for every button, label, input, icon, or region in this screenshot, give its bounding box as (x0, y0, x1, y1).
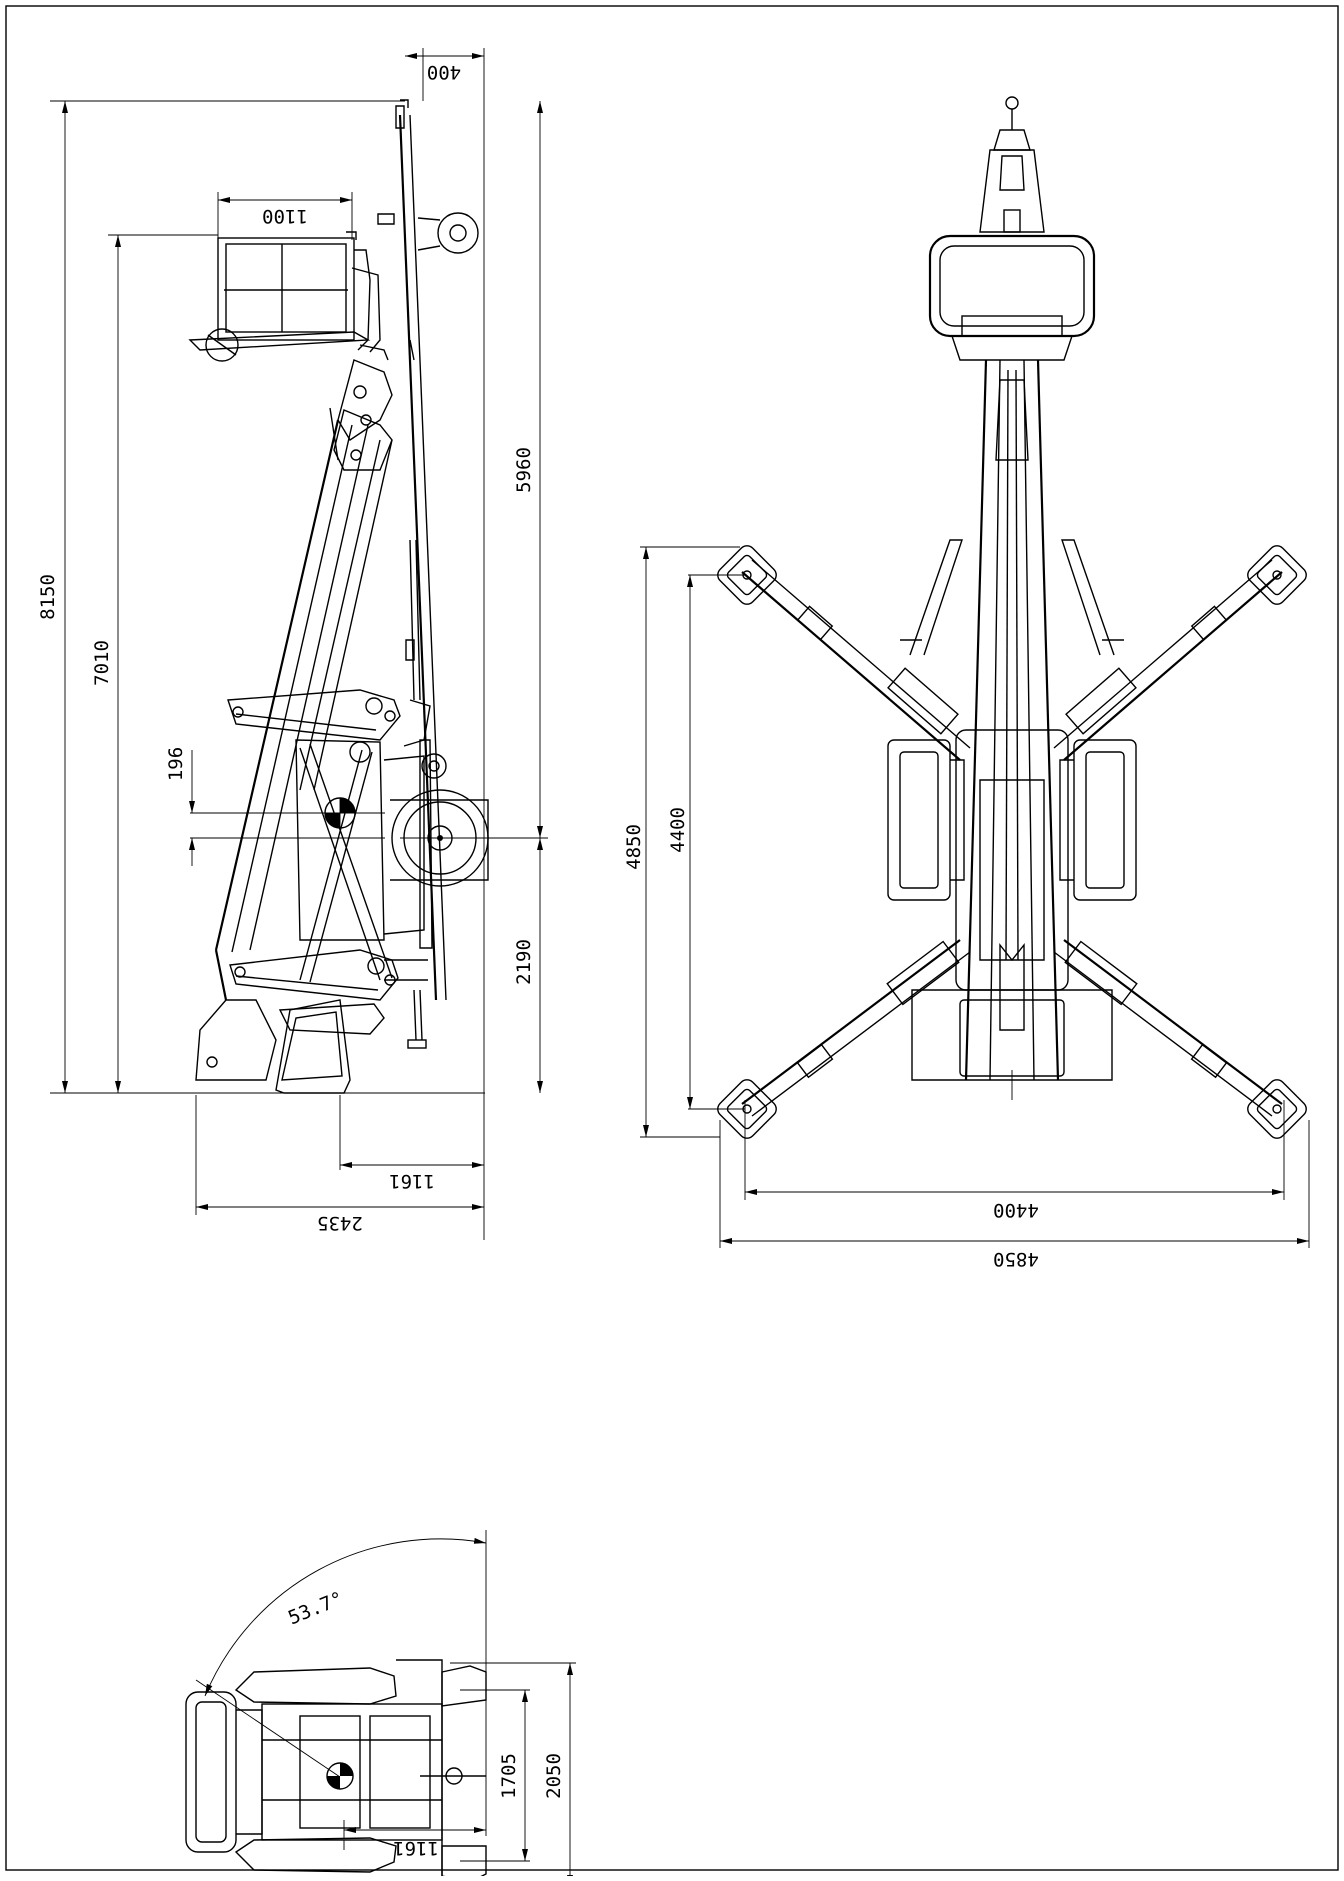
top-machine (717, 96, 1307, 1139)
dim-196: 196 (165, 747, 187, 781)
dim-2435: 2435 (317, 1212, 363, 1234)
dim-2050: 2050 (543, 1753, 565, 1799)
dim-1705: 1705 (498, 1753, 520, 1799)
dim-1161-transport: 1161 (393, 1837, 439, 1859)
transport-view: 53.7° 2050 1705 1161 (185, 1530, 576, 1881)
transport-machine (185, 1659, 487, 1881)
dim-1161-side: 1161 (389, 1170, 435, 1192)
dim-4400-horizontal: 4400 (993, 1199, 1039, 1221)
dim-400-top: 400 (427, 61, 461, 83)
dim-angle: 53.7° (285, 1588, 346, 1630)
top-view: 4850 4400 4400 4850 (623, 96, 1310, 1270)
side-machine (188, 99, 489, 1094)
dim-4850-vertical: 4850 (623, 824, 645, 870)
dim-7010: 7010 (91, 640, 113, 686)
dim-4400-vertical: 4400 (667, 807, 689, 853)
side-view: 8150 7010 5960 2190 196 400 1100 1161 24… (37, 48, 548, 1240)
dim-4850-horizontal: 4850 (993, 1248, 1039, 1270)
dim-2190: 2190 (513, 939, 535, 985)
dim-8150: 8150 (37, 574, 59, 620)
sheet-frame (5, 5, 1339, 1871)
dim-1100: 1100 (262, 205, 308, 227)
dim-5960: 5960 (513, 447, 535, 493)
